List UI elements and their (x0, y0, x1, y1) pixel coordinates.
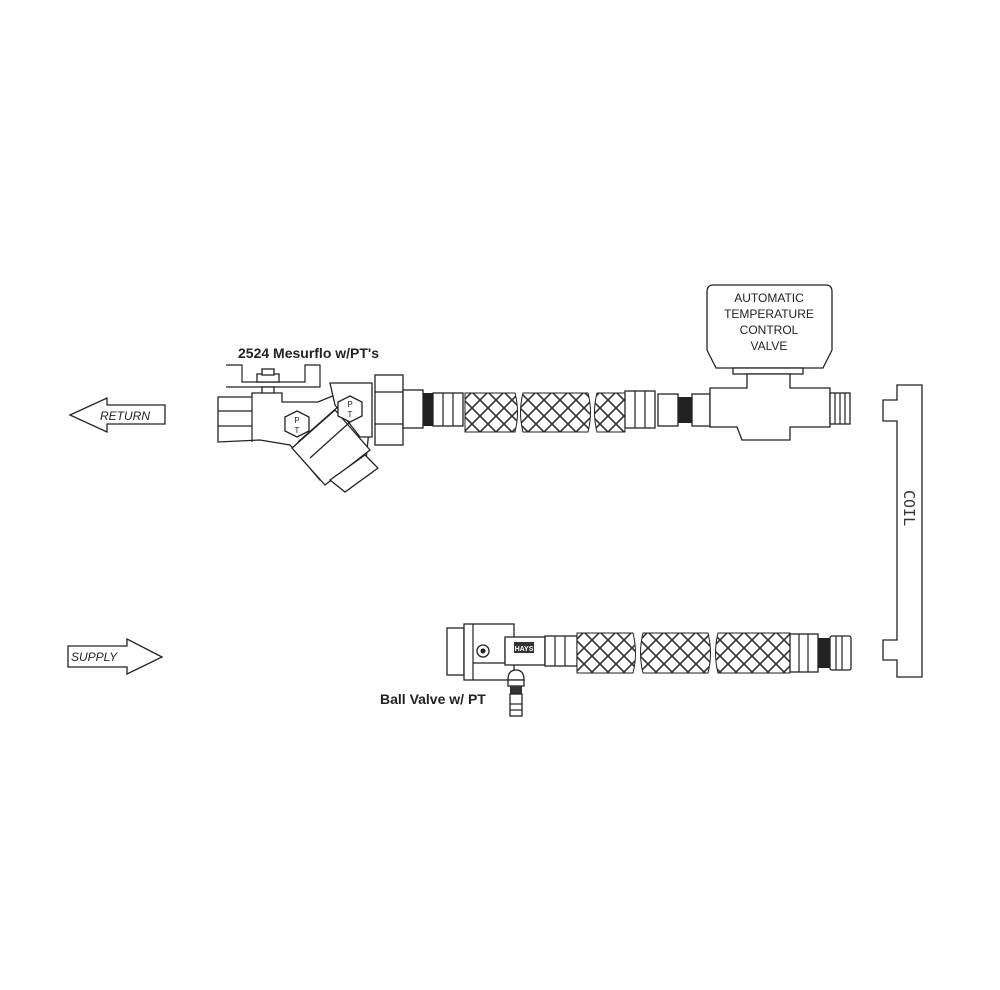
pt-p-label: P (347, 400, 352, 409)
supply-arrow: SUPPLY (67, 637, 164, 676)
return-label: RETURN (100, 409, 150, 423)
pt-port-1: P T (284, 410, 310, 438)
atc-label-line4: VALVE (751, 339, 788, 353)
mesurflo-valve: P T P T (217, 364, 464, 493)
supply-hose (544, 632, 852, 674)
coil-label: COIL (900, 490, 918, 526)
coil: COIL (882, 384, 923, 678)
pt-port-2: P T (337, 395, 363, 423)
pt-t-label: T (295, 426, 300, 435)
ball-valve-label: Ball Valve w/ PT (380, 691, 486, 707)
hays-logo-text: HAYS (515, 646, 534, 653)
atc-label-line1: AUTOMATIC (734, 291, 804, 305)
pt-p-label: P (294, 416, 299, 425)
return-arrow: RETURN (68, 396, 166, 434)
automatic-temperature-control-valve: AUTOMATIC TEMPERATURE CONTROL VALVE (706, 284, 851, 441)
mesurflo-label: 2524 Mesurflo w/PT's (238, 345, 379, 361)
return-hose (464, 390, 711, 433)
supply-label: SUPPLY (71, 650, 118, 664)
ball-valve: HAYS (446, 623, 546, 717)
pt-t-label: T (348, 410, 353, 419)
atc-label-line2: TEMPERATURE (724, 307, 814, 321)
atc-label-line3: CONTROL (740, 323, 799, 337)
hays-logo (514, 642, 534, 653)
